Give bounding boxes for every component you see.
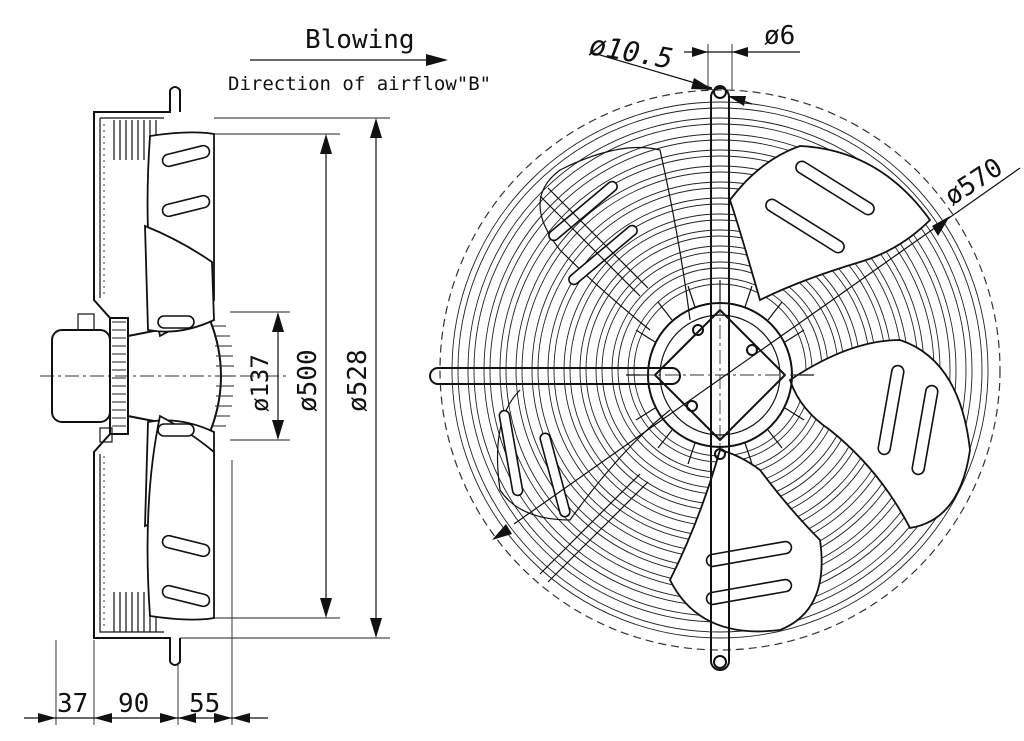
dim-hub-label: ø137: [246, 354, 274, 412]
mounting-hole-top: [713, 85, 727, 99]
airflow-direction-label: Direction of airflow"B": [228, 73, 491, 95]
side-extension-lines: [55, 117, 390, 725]
front-blade-lower-left: [496, 389, 671, 521]
airflow-arrowhead: [426, 54, 448, 66]
mount-bolt-4: [714, 448, 726, 460]
support-rod-diagonal-4: [547, 481, 649, 583]
side-blade-upper: [144, 224, 215, 333]
side-blade-bottom: [146, 414, 215, 621]
bottom-dimension-row: 37 90 55: [24, 689, 268, 723]
support-rod-diagonal-2: [547, 187, 649, 289]
mount-bolt-3: [686, 400, 698, 412]
rotor-fins: [112, 321, 126, 427]
vertical-support-rod: [710, 87, 730, 671]
dim-55-label: 55: [189, 689, 220, 719]
mount-bolt-1: [692, 324, 704, 336]
hub-radial-fins: [626, 280, 814, 465]
front-blade-slots: [498, 160, 939, 606]
top-lug: [169, 86, 181, 112]
dimension-outer: ø528: [343, 118, 382, 638]
motor-square-plate: [654, 309, 786, 441]
dimension-hole: ø10.5 ø6: [587, 21, 800, 106]
bottom-lug: [169, 638, 181, 666]
dim-37-label: 37: [57, 689, 88, 719]
dim-outer-label: ø528: [343, 349, 373, 412]
support-rod-diagonal-3: [539, 473, 641, 575]
dim-wire-label: ø6: [764, 21, 795, 51]
mounting-hole-bottom: [713, 655, 727, 669]
front-view: ø10.5 ø6 ø570: [429, 21, 1021, 671]
hub-fins: [212, 325, 234, 427]
horizontal-support-rod: [429, 367, 681, 385]
dim-90-label: 90: [118, 689, 149, 719]
dimension-hub: ø137: [246, 312, 284, 440]
dimension-blade: ø500: [293, 134, 332, 618]
side-view: ø137 ø500 ø528 37 90 55: [24, 86, 390, 725]
support-rod-diagonal-1: [539, 195, 641, 297]
mount-bolt-2: [746, 344, 758, 356]
bracket-profile-inner: [99, 117, 164, 633]
side-blade-slots: [157, 144, 211, 608]
motor-terminal-top: [77, 313, 95, 331]
dim-blade-label: ø500: [293, 349, 323, 412]
blowing-label: Blowing: [305, 25, 415, 55]
front-blade-bottom: [668, 448, 823, 633]
mounting-circle: [439, 89, 1001, 651]
dim-hole-label: ø10.5: [587, 28, 676, 75]
dim-mount-label: ø570: [939, 153, 1008, 212]
airflow-header: Blowing Direction of airflow"B": [228, 25, 491, 95]
front-blade-upper-right: [728, 145, 932, 302]
